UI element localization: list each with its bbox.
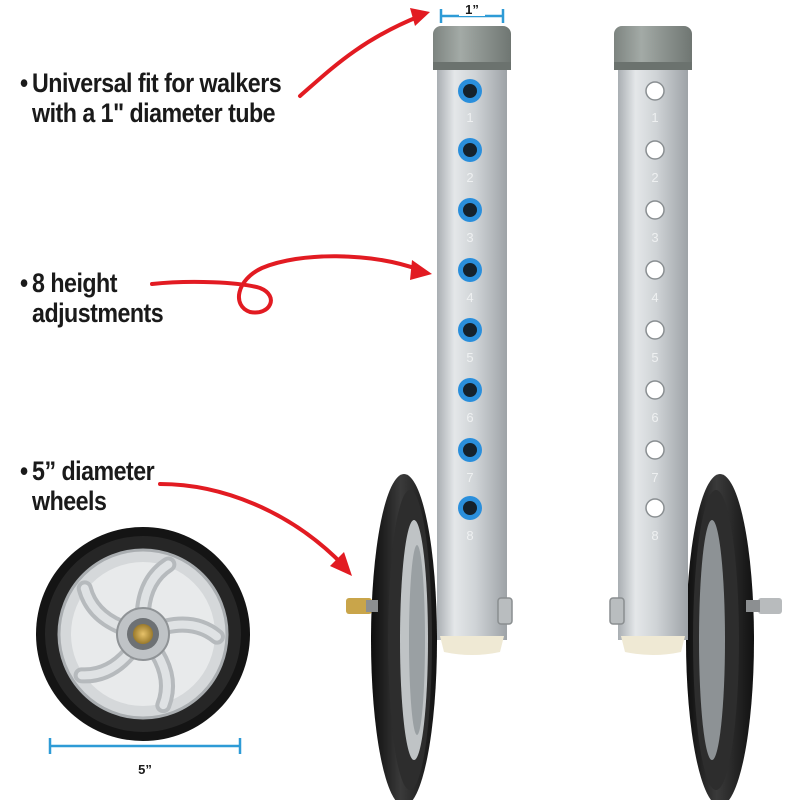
right-wheel <box>686 474 754 800</box>
adjustment-hole <box>645 140 665 160</box>
left-wheel <box>371 474 437 800</box>
callout-line-1: 5” diameter <box>32 456 155 486</box>
bullet-icon: • <box>20 268 28 298</box>
hole-number: 2 <box>651 170 658 185</box>
wheel-spoke-highlight <box>139 560 173 614</box>
hole-number: 4 <box>466 290 473 305</box>
adjustment-hole <box>645 498 665 518</box>
red-curved-arrow-icon <box>150 254 422 315</box>
adjustment-hole-inner <box>463 263 477 277</box>
callout-wheel-diameter: •5” diameter wheels <box>20 456 155 516</box>
axle-nut <box>346 598 372 614</box>
adjustment-hole-inner <box>463 383 477 397</box>
left-leg-assembly: 1 2 3 4 5 6 7 8 1” <box>346 2 513 800</box>
adjustment-hole-inner <box>463 143 477 157</box>
hole-number: 6 <box>466 410 473 425</box>
bullet-icon: • <box>20 456 28 486</box>
hole-number: 5 <box>466 350 473 365</box>
bullet-icon: • <box>20 68 28 98</box>
arrowhead-icon <box>330 552 352 576</box>
hole-number: 3 <box>651 230 658 245</box>
hole-number: 5 <box>651 350 658 365</box>
right-hole-column: 1 2 3 4 5 6 7 8 <box>645 81 665 543</box>
hole-number: 1 <box>466 110 473 125</box>
hub-icon <box>133 624 153 644</box>
adjustment-hole <box>645 81 665 101</box>
red-curved-arrow-icon <box>158 482 346 568</box>
adjustment-hole <box>645 380 665 400</box>
wheel-spoke-highlight <box>77 649 133 680</box>
red-curved-arrow-icon <box>298 14 422 98</box>
wheel-spoke-highlight <box>161 620 221 641</box>
top-cap <box>433 26 511 70</box>
hole-number: 4 <box>651 290 658 305</box>
wheel-spoke-highlight <box>153 649 172 710</box>
adjustment-hole-inner <box>463 443 477 457</box>
hole-number: 8 <box>651 528 658 543</box>
adjustment-hole <box>645 440 665 460</box>
callout-line-1: 8 height <box>32 268 117 298</box>
adjustment-hole-inner <box>463 501 477 515</box>
hole-number: 6 <box>651 410 658 425</box>
hole-number: 2 <box>466 170 473 185</box>
tube-dimension-label: 1” <box>465 2 479 17</box>
arrowhead-icon <box>410 8 430 26</box>
hole-number: 7 <box>466 470 473 485</box>
hole-number: 1 <box>651 110 658 125</box>
wheel-dimension-bracket: 5” <box>48 738 242 777</box>
callout-line-2: with a 1" diameter tube <box>32 98 276 128</box>
adjustment-hole-inner <box>463 323 477 337</box>
callout-universal-fit: •Universal fit for walkers with a 1" dia… <box>20 68 282 128</box>
left-hole-column: 1 2 3 4 5 6 7 8 <box>458 79 482 543</box>
adjustment-hole-inner <box>463 203 477 217</box>
arrowhead-icon <box>410 260 432 280</box>
right-leg-assembly: 1 2 3 4 5 6 7 8 <box>609 26 782 800</box>
adjustment-hole <box>645 320 665 340</box>
hole-number: 3 <box>466 230 473 245</box>
standalone-wheel <box>36 527 250 741</box>
wheel-spokes <box>73 556 225 714</box>
callout-height-adjustments: •8 height adjustments <box>20 268 164 328</box>
adjustment-hole <box>645 200 665 220</box>
top-cap <box>614 26 692 70</box>
bracket <box>609 597 625 625</box>
bracket <box>497 597 513 625</box>
adjustment-hole-inner <box>463 84 477 98</box>
callout-line-2: wheels <box>32 486 107 516</box>
tube-dimension-bracket: 1” <box>439 2 505 23</box>
callout-line-1: Universal fit for walkers <box>32 68 282 98</box>
hole-number: 7 <box>651 470 658 485</box>
callout-line-2: adjustments <box>32 298 164 328</box>
hole-number: 8 <box>466 528 473 543</box>
bottom-plug <box>440 636 504 655</box>
adjustment-hole <box>645 260 665 280</box>
wheel-dimension-label: 5” <box>138 762 152 777</box>
wheel-spoke-highlight <box>80 584 125 631</box>
